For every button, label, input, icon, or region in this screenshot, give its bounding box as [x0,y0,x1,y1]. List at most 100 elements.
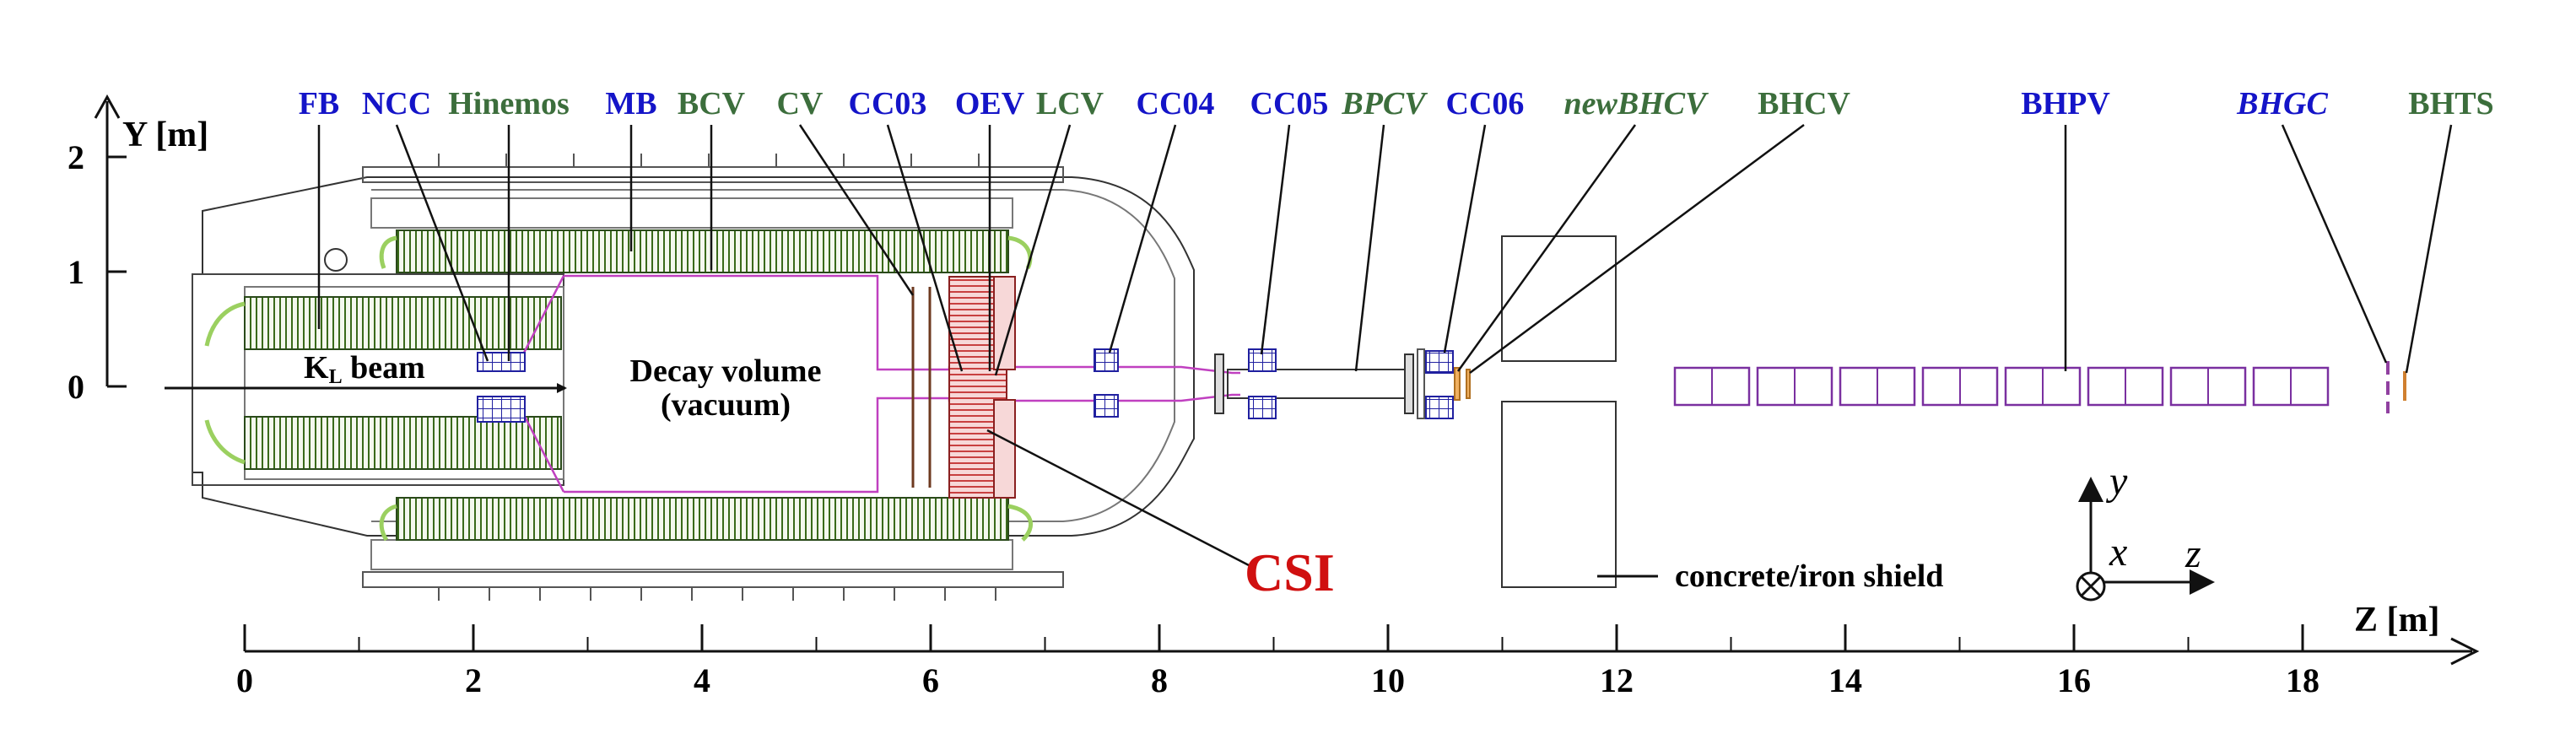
y-tick-label: 1 [68,253,84,291]
z-tick-label: 2 [465,661,482,699]
detector-label-bhcv: BHCV [1758,86,1850,121]
cc06-frame [1417,348,1425,419]
z-tick-label: 10 [1371,661,1405,699]
leader-line [994,124,1072,376]
z-tick-label: 14 [1828,661,1862,699]
shield-upper [1501,235,1617,362]
bhcv [1466,369,1471,399]
detector-label-bhts: BHTS [2408,86,2493,121]
decay-volume-line2: (vacuum) [661,387,791,423]
cc06-lower [1425,396,1454,419]
kl-beam-label: KL beam [304,350,425,388]
z-tick-label: 4 [694,661,710,699]
top-flange-inner [370,197,1013,229]
detector-label-fb: FB [299,86,340,121]
newbhcv [1454,367,1461,401]
z-tick-label: 0 [236,661,253,699]
leader-line [2405,124,2453,374]
detector-label-hinemos: Hinemos [448,86,570,121]
mb-upper-fiber [379,235,397,269]
z-ticks: 0 2 4 6 8 10 12 14 16 18 [236,624,2319,699]
mb-lower-fiber-right [1007,504,1033,542]
vacuum-vessel-outline [192,176,1195,537]
leader-line [1354,124,1385,372]
detector-label-mb: MB [605,86,656,121]
leader-line [1260,124,1291,355]
csi-label: CSI [1245,542,1335,602]
leader-lines [317,123,2453,376]
z-tick-label: 16 [2057,661,2091,699]
leader-line [1443,124,1487,353]
fb-lower [244,416,562,470]
bottom-flange-inner [370,539,1013,570]
leader-line [1469,123,1805,375]
detector-label-cv: CV [777,86,824,121]
z-tick-label: 8 [1151,661,1168,699]
cc04-lower [1094,394,1119,418]
front-pipe [521,275,565,493]
detector-label-lcv: LCV [1036,86,1104,121]
shield-label: concrete/iron shield [1675,558,1943,594]
ncc-upper-block [477,352,526,372]
cc04-upper [1094,348,1119,372]
z-tick-label: 18 [2286,661,2319,699]
detector-label-cc06: CC06 [1446,86,1525,121]
fb-upper [244,296,562,350]
bhpv-modules [1673,366,2330,407]
coord-x: x [2109,530,2127,575]
leader-line [2281,124,2388,364]
shield-lower [1501,401,1617,588]
z-tick-label: 6 [922,661,939,699]
y-tick-label: 2 [68,138,84,176]
cc06-upper [1425,350,1454,374]
detector-label-bcv: BCV [678,86,746,121]
leader-line [798,124,915,296]
detector-label-bpcv: BPCV [1341,86,1428,121]
z-axis: Z [m] 0 2 4 6 8 10 12 14 16 18 [236,601,2480,699]
bottom-flange [362,571,1064,588]
mb-barrel-upper [396,229,1009,273]
leader-line [1456,124,1637,372]
detector-structure [192,154,2406,601]
mb-upper-fiber-right [1007,235,1033,270]
detector-label-cc05: CC05 [1250,86,1329,121]
detector-label-cc04: CC04 [1137,86,1215,121]
coord-z: z [2184,531,2201,576]
oev-lower [993,399,1016,499]
detector-label-bhpv: BHPV [2021,86,2110,121]
leader-line [395,124,489,362]
bottom-feet [438,587,996,601]
coordinate-legend: y x z [2076,459,2215,602]
coord-y: y [2105,459,2128,504]
beam-pipe-flange-2 [1404,353,1414,414]
z-tick-label: 12 [1600,661,1634,699]
beam-pipe-downstream [1227,369,1406,399]
detector-label-newbhcv: newBHCV [1564,86,1709,121]
top-flange [362,166,1064,183]
cc05-lower [1248,396,1277,419]
csi-pointer [986,429,1250,567]
leader-line [1108,124,1177,353]
mb-lower-fiber [379,504,397,542]
decay-volume-line1: Decay volume [630,353,822,389]
detector-label-oev: OEV [955,86,1025,121]
fb-lower-fiber [204,419,246,465]
detector-label-ncc: NCC [362,86,431,121]
detector-labels: FB NCC Hinemos MB BCV CV CC03 OEV LCV CC04 CC05 BPC… [299,86,2494,121]
porthole-upper [324,248,348,272]
mb-barrel-lower [396,497,1009,541]
beam-pipe-flange [1214,353,1224,414]
vacuum-vessel-inner [371,189,1175,522]
fb-upper-fiber [204,301,246,347]
detector-label-cc03: CC03 [849,86,927,121]
ncc-lower-block [477,396,526,423]
y-axis-label: Y [m] [122,116,208,154]
z-axis-label: Z [m] [2354,601,2439,639]
top-feet [438,154,980,167]
y-tick-label: 0 [68,368,84,406]
leader-line [886,124,964,372]
y-axis: Y [m] 0 1 2 [68,94,208,406]
detector-label-bhgc: BHGC [2236,86,2328,121]
y-ticks: 0 1 2 [68,138,127,406]
